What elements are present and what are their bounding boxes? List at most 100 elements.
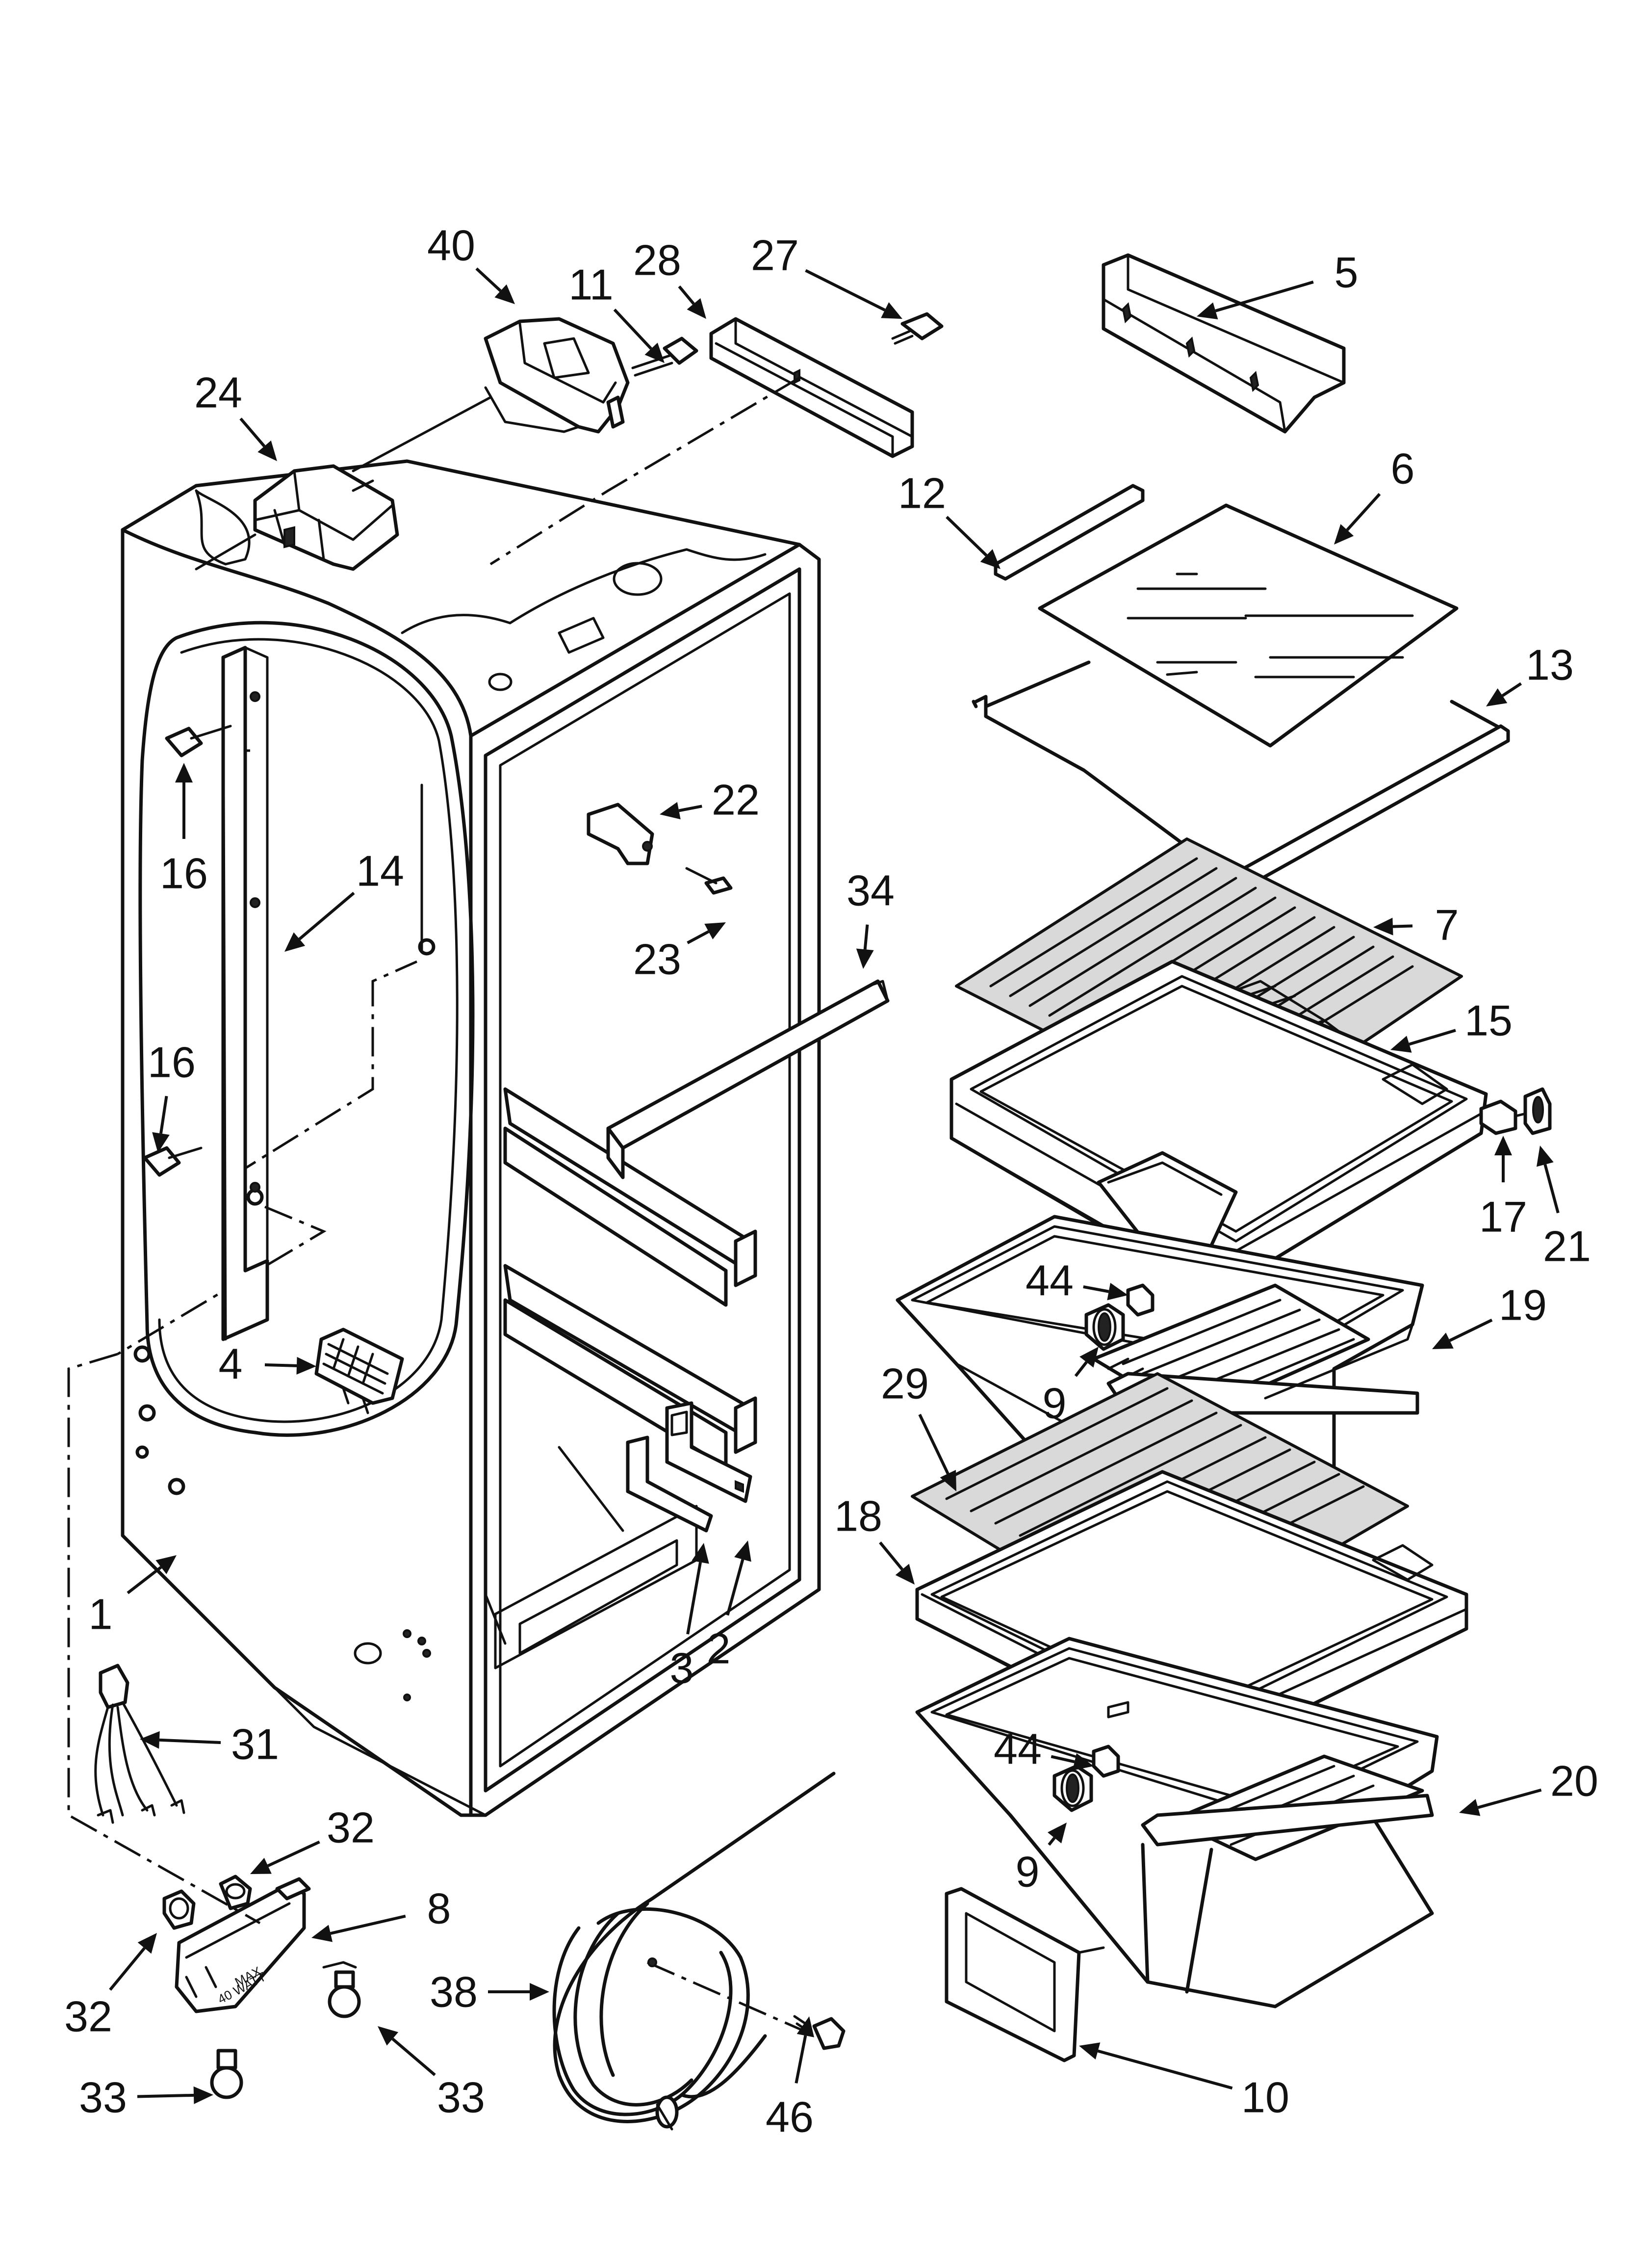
arrow-head xyxy=(734,1540,751,1562)
callout-number: 1 xyxy=(89,1590,113,1639)
arrow-head xyxy=(1334,524,1354,545)
wire-harness-31 xyxy=(94,1664,185,1824)
callout-33: 33 xyxy=(378,2026,485,2122)
leader-line xyxy=(805,269,886,312)
dash-harness-path xyxy=(67,1353,261,1925)
leader-line xyxy=(863,924,869,950)
arrow-head xyxy=(1107,1282,1128,1301)
callout-7: 7 xyxy=(1373,901,1459,949)
callout-29: 29 xyxy=(881,1359,956,1491)
leader-line xyxy=(687,930,710,944)
arrow-head xyxy=(856,948,874,969)
arrow-head xyxy=(1390,1036,1412,1053)
arrow-head xyxy=(494,284,515,304)
callout-44: 44 xyxy=(994,1725,1094,1773)
leader-line xyxy=(298,891,355,940)
leader-line xyxy=(1501,682,1522,697)
roller-44-9-lower xyxy=(1052,1745,1120,1812)
callout-23: 23 xyxy=(633,922,726,984)
control-housing-24 xyxy=(195,396,492,571)
top-rail-28 xyxy=(489,317,914,566)
leader-line xyxy=(1051,1755,1075,1764)
callout-number: 31 xyxy=(231,1720,279,1769)
leader-line xyxy=(1409,1029,1456,1046)
shelf-rails xyxy=(503,1087,757,1469)
control-cover-40 xyxy=(484,317,630,434)
callout-4: 4 xyxy=(219,1340,316,1388)
callout-number: 19 xyxy=(1499,1281,1547,1330)
callout-24: 24 xyxy=(194,368,277,461)
callout-number: 38 xyxy=(430,1968,478,2016)
arrow-head xyxy=(1197,302,1218,319)
leader-line xyxy=(918,1413,949,1475)
glass-shelf-6 xyxy=(1038,503,1459,748)
callout-14: 14 xyxy=(284,847,404,952)
callout-11: 11 xyxy=(568,261,665,363)
glass-trim-12 xyxy=(994,484,1145,581)
screws-16 xyxy=(143,725,232,1177)
light-housing-8: MAX 40 WATT xyxy=(175,1877,311,2013)
arrow-head xyxy=(378,2026,399,2046)
callout-5: 5 xyxy=(1197,248,1358,319)
leader-line xyxy=(1215,280,1314,313)
arrow-head xyxy=(660,802,681,820)
arrow-head xyxy=(796,2016,815,2037)
arrow-head xyxy=(155,1555,177,1574)
leader-line xyxy=(127,1566,162,1594)
callout-32: 32 xyxy=(250,1803,375,1874)
arrow-head xyxy=(1536,1146,1554,1167)
leader-line xyxy=(795,2035,807,2084)
callout-number: 8 xyxy=(427,1884,451,1933)
callout-9: 9 xyxy=(1016,1823,1067,1896)
callout-21: 21 xyxy=(1536,1146,1591,1271)
callout-number: 18 xyxy=(834,1492,882,1540)
callout-9: 9 xyxy=(1043,1347,1099,1428)
leader-line xyxy=(879,1541,903,1570)
leader-line xyxy=(686,1562,702,1635)
arrow-head xyxy=(137,1933,157,1954)
callout-number: 12 xyxy=(898,469,946,518)
leader-line xyxy=(946,516,988,557)
callout-28: 28 xyxy=(633,236,706,319)
callout-number: 6 xyxy=(1391,444,1415,493)
callout-number: 22 xyxy=(712,776,760,824)
callout-16: 16 xyxy=(148,1038,196,1153)
callout-34: 34 xyxy=(847,866,895,969)
arrow-head xyxy=(1079,1347,1099,1368)
callout-33: 33 xyxy=(79,2073,213,2122)
arrow-head xyxy=(296,1356,316,1375)
callout-number: 4 xyxy=(219,1340,243,1388)
callout-number: 32 xyxy=(64,1992,112,2041)
callout-20: 20 xyxy=(1459,1757,1598,1816)
callout-12: 12 xyxy=(898,469,1001,569)
leader-line xyxy=(330,1914,406,1935)
arrow-head xyxy=(704,922,726,939)
leader-line xyxy=(678,285,695,305)
arrow-head xyxy=(284,932,306,952)
crisper-cover-frame-15 xyxy=(949,960,1488,1292)
callout-number: 32 xyxy=(327,1803,375,1852)
arrow-head xyxy=(692,1543,709,1564)
callout-number: 40 xyxy=(427,221,475,270)
callout-17: 17 xyxy=(1479,1136,1527,1241)
callout-number: 44 xyxy=(1026,1256,1074,1305)
screw-11 xyxy=(631,337,698,377)
arrow-head xyxy=(250,1857,272,1874)
light-shield-bracket-22 xyxy=(587,803,733,895)
callout-31: 31 xyxy=(140,1720,279,1769)
callout-number: 10 xyxy=(1241,2073,1289,2122)
callout-number: 17 xyxy=(1479,1193,1527,1241)
leader-line xyxy=(239,417,266,447)
callout-16: 16 xyxy=(160,763,208,898)
leader-line xyxy=(678,805,702,812)
callout-1: 1 xyxy=(89,1555,177,1639)
callout-44: 44 xyxy=(1026,1256,1128,1305)
callout-number: 9 xyxy=(1043,1379,1067,1428)
leader-line xyxy=(1097,2049,1233,2090)
parts-17-21 xyxy=(1479,1087,1552,1135)
arrow-head xyxy=(1494,1136,1512,1155)
leader-line xyxy=(1074,1361,1088,1377)
arrow-head xyxy=(1373,917,1393,936)
arrow-head xyxy=(530,1983,549,2001)
